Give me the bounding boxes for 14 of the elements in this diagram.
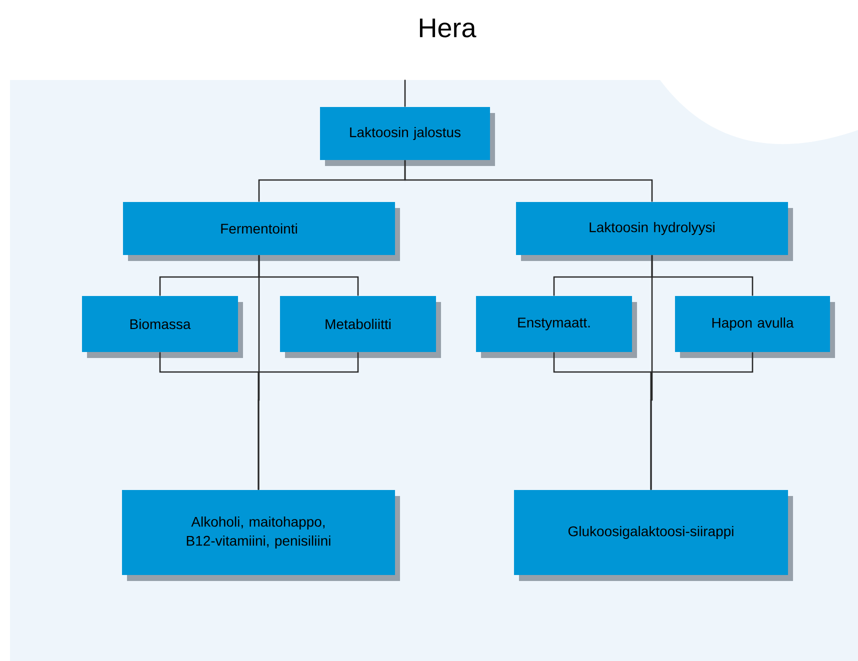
connector-line [404, 160, 653, 202]
connector-line [650, 352, 754, 490]
process-box: Hapon avulla [675, 296, 836, 358]
connector-line [258, 352, 359, 490]
process-box: Laktoosin jalostus [320, 107, 495, 166]
connector-line [404, 80, 406, 107]
process-box: Biomassa [82, 296, 243, 358]
process-box: Metaboliitti [280, 296, 441, 358]
process-box: Enstymaatt. [476, 296, 637, 358]
process-box: Glukoosigalaktoosi-siirappi [514, 490, 793, 581]
process-box: Laktoosin hydrolyysi [516, 202, 793, 261]
title: Hera [420, 18, 476, 38]
process-box: Fermentointi [123, 202, 400, 261]
process-box: Alkoholi, maitohappo, B12-vitamiini, penisiliini [122, 490, 400, 581]
